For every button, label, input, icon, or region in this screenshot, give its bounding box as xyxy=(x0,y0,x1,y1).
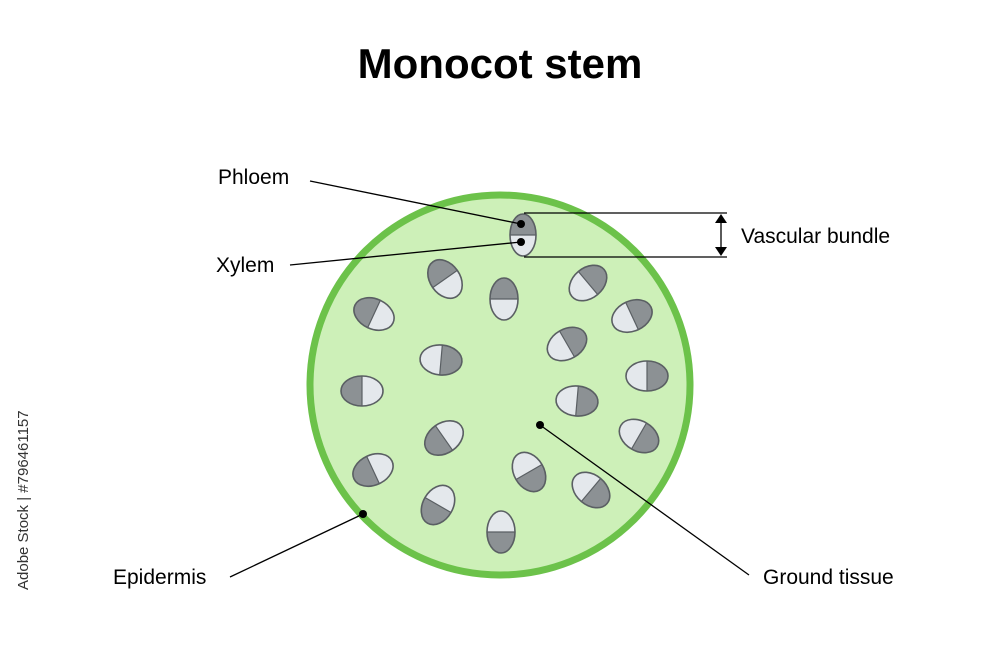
stock-id-text: Adobe Stock | #796461157 xyxy=(15,410,32,590)
bundle-outline xyxy=(625,360,669,392)
bundle-divider xyxy=(558,330,576,358)
dimension-arrow-down xyxy=(715,247,727,256)
bundle-divider xyxy=(432,269,458,289)
bundle-outline xyxy=(611,298,653,334)
bundle-outline xyxy=(426,258,464,300)
phloem-region xyxy=(487,532,515,553)
bundle-outline xyxy=(568,264,608,302)
bundle-outline xyxy=(618,418,660,454)
bundle-outline xyxy=(486,510,516,554)
vascular-bundle xyxy=(625,360,669,392)
diagram-title: Monocot stem xyxy=(358,40,643,87)
bundle-divider xyxy=(366,456,380,484)
bundle-divider xyxy=(434,425,454,451)
phloem-pointer-dot xyxy=(517,220,525,228)
bundle-outline xyxy=(509,213,537,257)
vascular-bundle xyxy=(340,375,384,407)
xylem-pointer-dot xyxy=(517,238,525,246)
bundle-outline xyxy=(419,344,463,376)
bundle-divider xyxy=(625,302,639,330)
bundle-outline xyxy=(423,419,465,457)
phloem-label: Phloem xyxy=(218,166,289,189)
bundle-divider xyxy=(424,496,452,514)
annotation-lines xyxy=(229,180,750,578)
vascular-bundles xyxy=(340,213,669,554)
bundle-divider xyxy=(367,300,381,328)
epidermis-pointer-dot xyxy=(359,510,367,518)
vascular-bundle xyxy=(509,213,537,257)
phloem-leader-line xyxy=(309,180,522,225)
xylem-leader-line xyxy=(289,241,522,266)
vascular-bundle-label: Vascular bundle xyxy=(741,225,890,248)
vascular-bundle xyxy=(489,277,519,321)
bundle-outline xyxy=(546,326,588,362)
bundle-outline xyxy=(571,471,611,509)
bundle-outline xyxy=(352,452,394,488)
ground-tissue-label: Ground tissue xyxy=(763,566,894,589)
phloem-region xyxy=(490,278,518,299)
bundle-divider xyxy=(575,386,579,416)
bundle-divider xyxy=(580,478,602,502)
bundle-divider xyxy=(515,463,543,481)
ground-tissue-pointer-dot xyxy=(536,421,544,429)
epidermis-leader-line xyxy=(229,513,364,578)
bundle-divider xyxy=(577,271,599,295)
epidermis-label: Epidermis xyxy=(113,566,206,589)
bundle-outline xyxy=(353,296,395,332)
bundle-divider xyxy=(630,422,648,450)
bundle-outline xyxy=(489,277,519,321)
dimension-arrow-up xyxy=(715,214,727,223)
bundle-divider xyxy=(439,345,443,375)
bundle-outline xyxy=(340,375,384,407)
bundle-outline xyxy=(511,451,547,493)
stem-cross-section xyxy=(306,191,694,579)
vascular-bundle xyxy=(486,510,516,554)
bundle-outline xyxy=(420,484,456,526)
bundle-outline xyxy=(555,385,599,417)
xylem-label: Xylem xyxy=(216,254,274,277)
ground-tissue-leader-line xyxy=(539,424,750,576)
